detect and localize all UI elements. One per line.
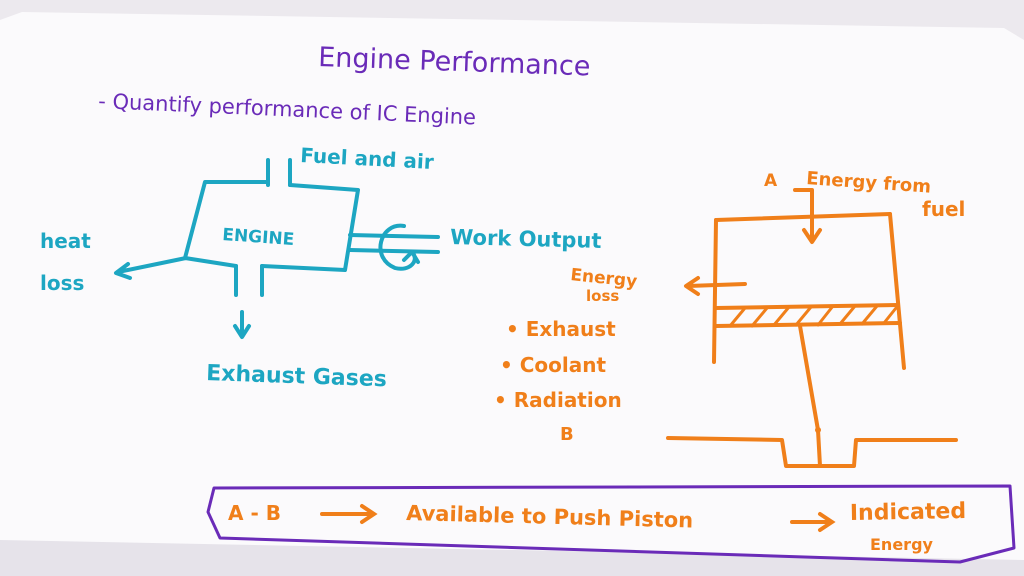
work-output-label: Work Output xyxy=(450,225,602,253)
heat-loss-label-line2: loss xyxy=(40,271,84,295)
summary-box xyxy=(206,484,1016,564)
energy-from-fuel-line2: fuel xyxy=(922,197,965,221)
crank-base xyxy=(666,436,958,468)
paper-shadow xyxy=(0,540,1024,576)
cylinder-head xyxy=(714,212,892,222)
output-shaft xyxy=(348,233,440,254)
loss-item-exhaust: • Exhaust xyxy=(506,317,616,341)
loss-item-radiation: • Radiation xyxy=(494,388,622,412)
heat-loss-arrow xyxy=(114,256,188,280)
piston-diagram xyxy=(666,188,958,468)
energy-loss-arrow xyxy=(684,276,747,296)
summary-result-line1: Indicated xyxy=(850,499,967,526)
summary-expression: A - B xyxy=(228,501,281,525)
summary-arrow-2 xyxy=(790,512,836,532)
cylinder-left-wall xyxy=(712,218,718,364)
exhaust-pipe xyxy=(234,264,264,297)
summary-result-line2: Energy xyxy=(870,535,934,554)
cylinder-right-wall xyxy=(888,212,906,370)
fuel-inlet-pipe xyxy=(266,158,292,187)
exhaust-arrow xyxy=(233,310,251,339)
engine-diagram xyxy=(114,158,440,339)
paper-sheet xyxy=(0,12,1024,576)
engine-box xyxy=(183,180,360,272)
point-b-label: B xyxy=(560,424,574,445)
energy-in-arrow xyxy=(793,188,822,244)
energy-loss-line2: loss xyxy=(586,287,619,305)
rotation-icon xyxy=(378,223,420,271)
heat-loss-label-line1: heat xyxy=(40,229,91,253)
summary-arrow-1 xyxy=(320,504,378,524)
piston-hatch xyxy=(728,304,898,328)
loss-item-coolant: • Coolant xyxy=(500,353,606,377)
point-a-label: A xyxy=(764,171,778,191)
rod-joint xyxy=(815,427,821,433)
